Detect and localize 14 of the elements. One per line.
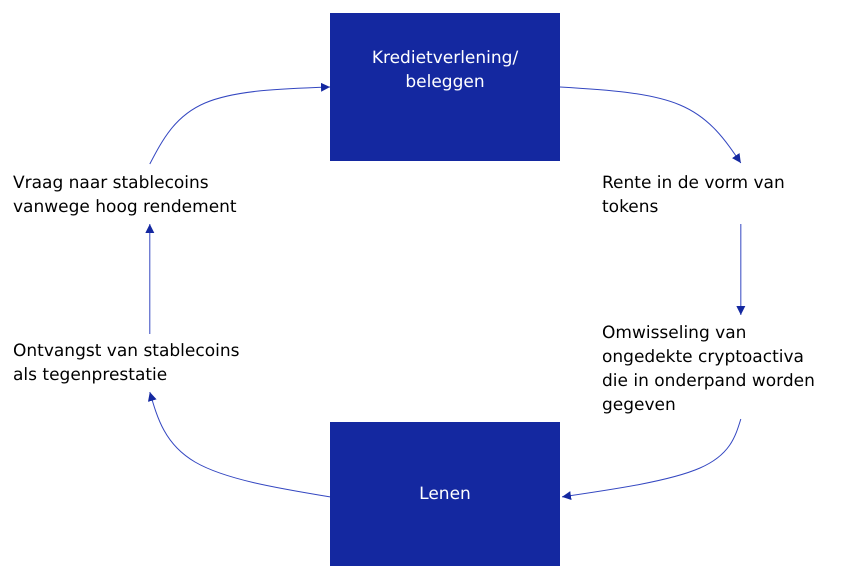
arrow	[562, 418, 742, 500]
box-label: Lenen	[419, 483, 471, 506]
arrow	[560, 86, 742, 164]
arrow	[148, 392, 330, 498]
process-box	[330, 13, 560, 161]
box-label: Kredietverlening/ beleggen	[370, 47, 520, 94]
step-text: Vraag naar stablecoins vanwege hoog rendement	[13, 171, 253, 219]
step-text: Ontvangst van stablecoins als tegenprestatie	[13, 339, 253, 387]
step-text: Rente in de vorm van tokens	[602, 171, 827, 219]
arrow	[149, 82, 330, 164]
arrow	[736, 224, 746, 316]
arrow	[145, 224, 154, 334]
step-text: Omwisseling van ongedekte cryptoactiva die in onderpand worden gegeven	[602, 321, 827, 417]
process-box	[330, 422, 560, 566]
